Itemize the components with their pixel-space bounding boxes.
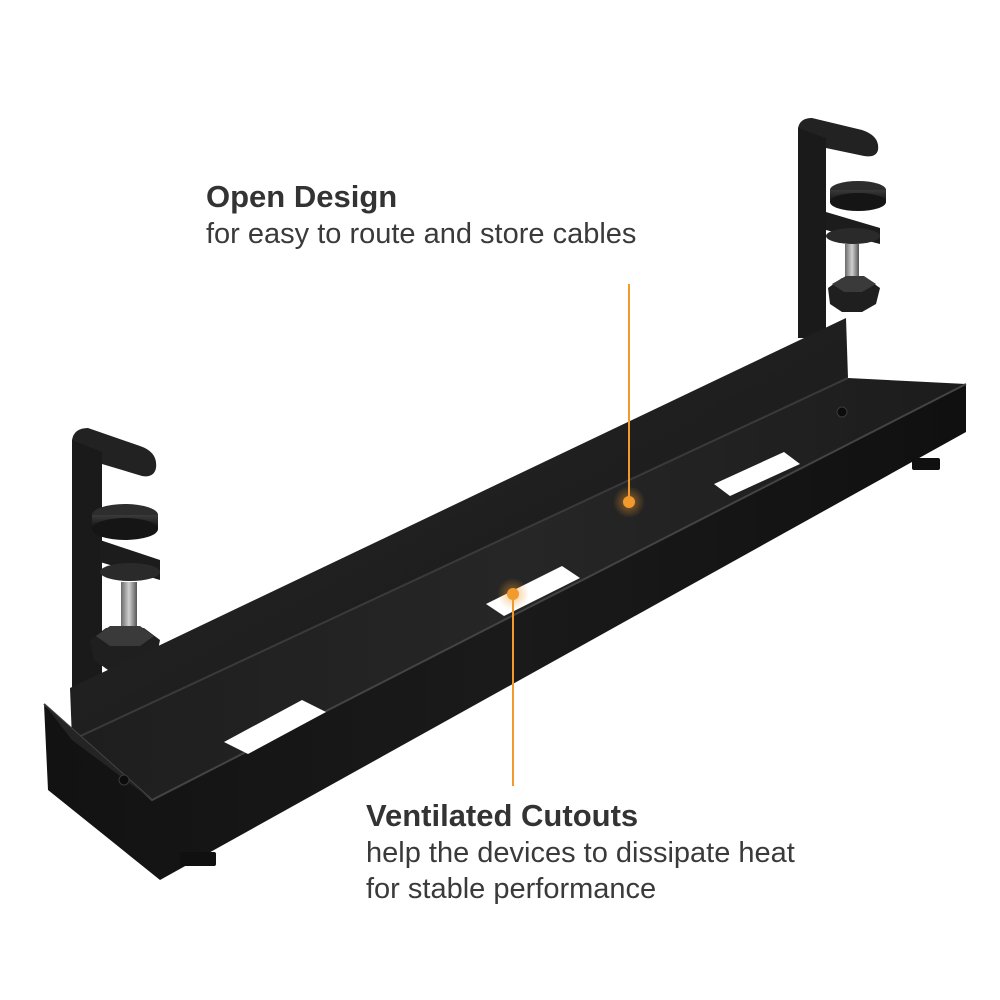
callout-description-line1: help the devices to dissipate heat	[366, 837, 795, 869]
callout-description: for easy to route and store cables	[206, 218, 637, 250]
cutout-slot-right	[714, 452, 800, 496]
callout-leader-vent	[497, 578, 529, 786]
callout-dot-open	[623, 496, 635, 508]
right-clamp	[798, 118, 886, 338]
left-clamp	[72, 428, 160, 690]
callout-description-line2: for stable performance	[366, 873, 657, 905]
callout-heading: Ventilated Cutouts	[366, 798, 639, 833]
callout-ventilated-cutouts: Ventilated Cutouts help the devices to d…	[366, 797, 795, 907]
callout-open-design: Open Design for easy to route and store …	[206, 178, 636, 252]
callout-heading: Open Design	[206, 179, 398, 214]
callout-dot-vent	[507, 588, 519, 600]
callout-leader-open	[613, 284, 645, 518]
cutout-slot-left	[224, 700, 326, 754]
